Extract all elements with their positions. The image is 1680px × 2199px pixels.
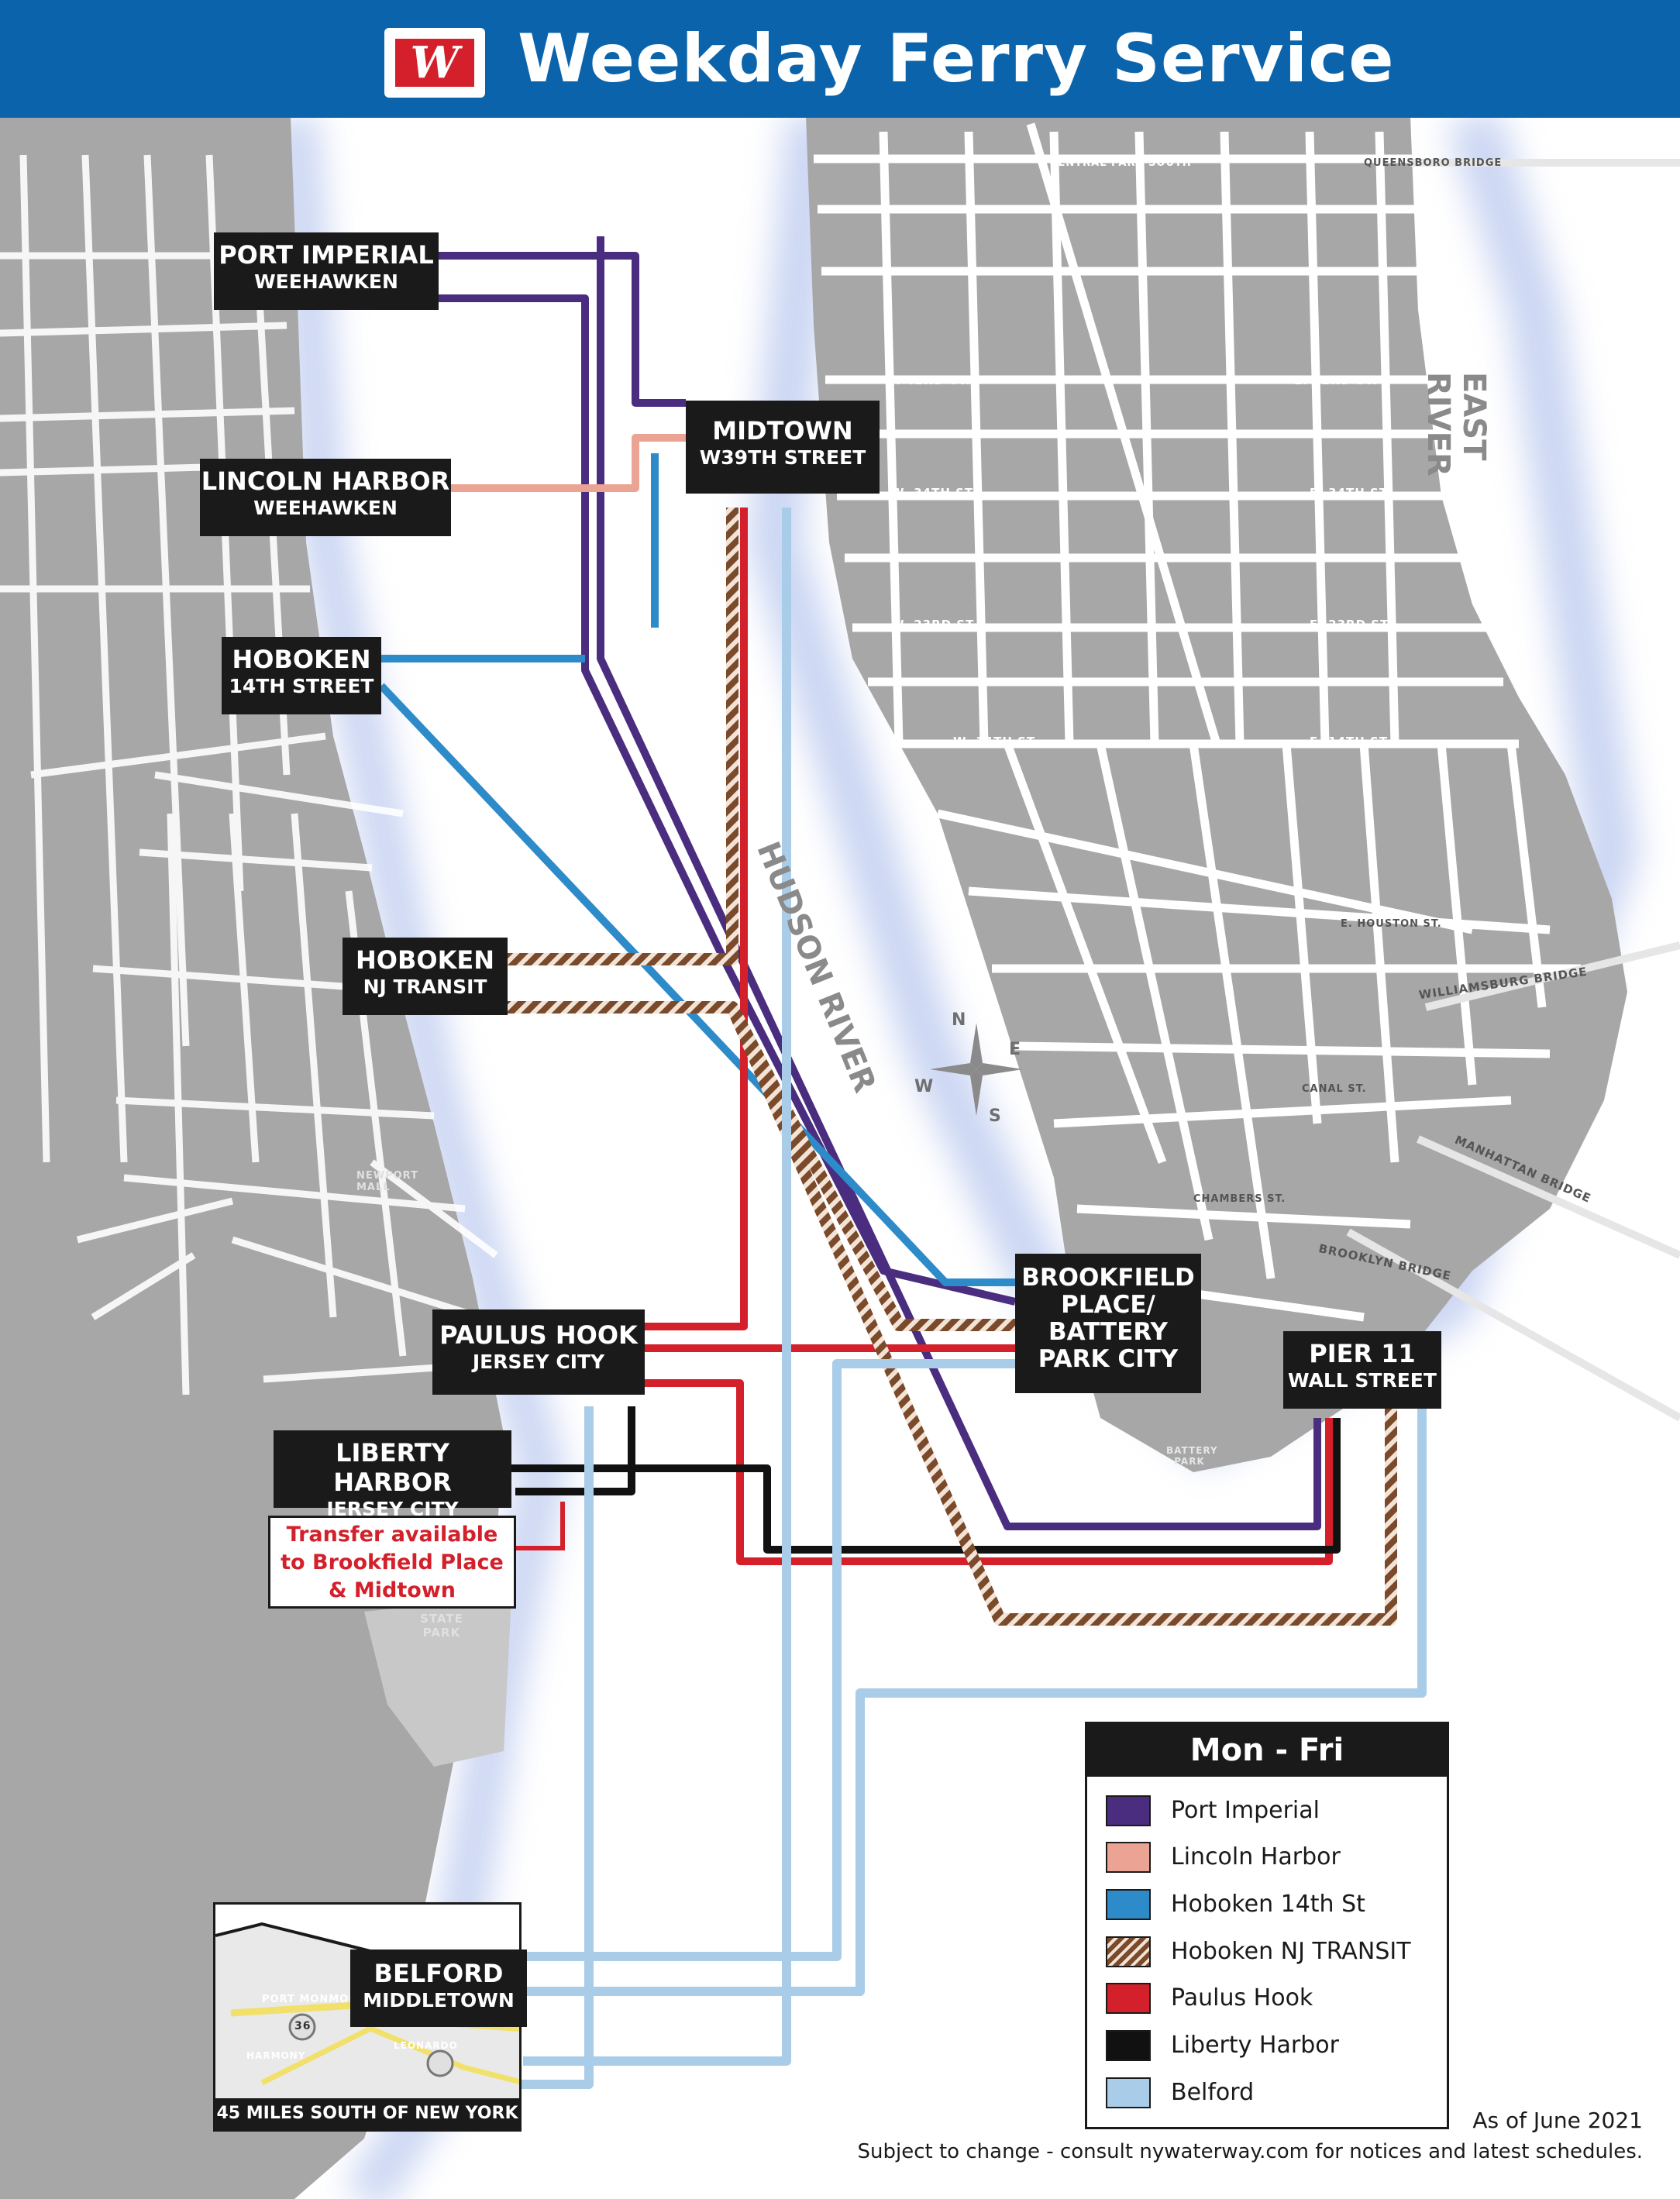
street-e23: E. 23RD ST. xyxy=(1310,618,1393,631)
canal-st-label: CANAL ST. xyxy=(1302,1083,1367,1095)
station-sub: NJ TRANSIT xyxy=(363,976,487,998)
legend-title: Mon - Fri xyxy=(1087,1724,1447,1777)
station-belford[interactable]: BELFORD MIDDLETOWN xyxy=(350,1950,527,2027)
street-e34: E. 34TH ST. xyxy=(1310,486,1392,500)
station-name: BELFORD xyxy=(374,1959,504,1988)
legend-swatch xyxy=(1106,1889,1151,1920)
legend-swatch xyxy=(1106,1983,1151,2014)
new-jersey-land xyxy=(0,116,504,2199)
state-park-label: STATE PARK xyxy=(420,1612,463,1640)
station-name: MIDTOWN xyxy=(712,416,853,446)
station-port-imperial[interactable]: PORT IMPERIAL WEEHAWKEN xyxy=(214,232,439,310)
route-hoboken-njt xyxy=(508,508,1397,1626)
station-sub: WEEHAWKEN xyxy=(253,497,398,519)
newport-mall-label: NEWPORT MALL xyxy=(356,1170,418,1193)
legend-swatch xyxy=(1106,2030,1151,2061)
footer-date: As of June 2021 xyxy=(1472,2108,1643,2133)
station-lincoln-harbor[interactable]: LINCOLN HARBOR WEEHAWKEN xyxy=(200,459,451,536)
legend-swatch xyxy=(1106,1936,1151,1967)
street-w34: W. 34TH ST. xyxy=(891,486,977,500)
footer-note: Subject to change - consult nywaterway.c… xyxy=(857,2140,1643,2163)
station-brookfield-place[interactable]: BROOKFIELD PLACE/ BATTERY PARK CITY xyxy=(1015,1254,1201,1393)
station-sub: MIDDLETOWN xyxy=(363,1989,515,2011)
street-e14: E. 14TH ST. xyxy=(1310,735,1392,748)
transfer-note: Transfer available to Brookfield Place &… xyxy=(268,1516,516,1609)
station-name: PAULUS HOOK xyxy=(439,1320,638,1350)
queensboro-bridge-label: QUEENSBORO BRIDGE xyxy=(1364,157,1503,169)
route-liberty-harbor xyxy=(511,1406,1341,1554)
liberty-state-park xyxy=(364,1596,511,1767)
compass-n: N xyxy=(952,1010,966,1030)
compass-e: E xyxy=(1009,1040,1021,1059)
legend-item-liberty-harbor: Liberty Harbor xyxy=(1106,2030,1439,2064)
legend-swatch xyxy=(1106,2077,1151,2108)
station-sub: WEEHAWKEN xyxy=(254,270,398,293)
station-hoboken-14th[interactable]: HOBOKEN 14TH STREET xyxy=(222,637,381,714)
legend-item-hoboken-14th: Hoboken 14th St xyxy=(1106,1889,1439,1923)
route-lincoln-harbor xyxy=(451,434,686,492)
compass-w: W xyxy=(914,1077,934,1096)
legend-item-lincoln-harbor: Lincoln Harbor xyxy=(1106,1842,1439,1876)
houston-st-label: E. HOUSTON ST. xyxy=(1341,918,1442,930)
transfer-connector xyxy=(516,1502,565,1550)
legend-item-paulus-hook: Paulus Hook xyxy=(1106,1983,1439,2017)
leonardo-label: LEONARDO xyxy=(394,2040,458,2051)
route-hoboken-14th xyxy=(378,453,1015,1286)
route-port-imperial xyxy=(438,236,1321,1530)
legend-item-port-imperial: Port Imperial xyxy=(1106,1795,1439,1829)
street-w23: W. 23RD ST. xyxy=(891,618,978,631)
station-name: HOBOKEN xyxy=(355,945,494,975)
station-name: PIER 11 xyxy=(1309,1339,1416,1368)
header-bar: W Weekday Ferry Service xyxy=(0,0,1680,118)
inset-caption: 45 MILES SOUTH OF NEW YORK CITY xyxy=(215,2098,519,2129)
street-e42: E. 42ND ST. xyxy=(1294,373,1378,387)
compass-s: S xyxy=(989,1106,1001,1126)
port-monmouth-label: PORT MONMOUTH xyxy=(262,1994,375,2005)
battery-park-label: BATTERY PARK xyxy=(1166,1445,1218,1467)
station-liberty-harbor[interactable]: LIBERTY HARBOR JERSEY CITY xyxy=(274,1430,511,1520)
chambers-st-label: CHAMBERS ST. xyxy=(1193,1193,1286,1205)
station-paulus-hook[interactable]: PAULUS HOOK JERSEY CITY xyxy=(432,1309,645,1395)
station-name: LINCOLN HARBOR xyxy=(201,466,450,496)
legend-swatch xyxy=(1106,1795,1151,1826)
station-sub: 14TH STREET xyxy=(229,675,374,697)
legend-item-hoboken-njt: Hoboken NJ TRANSIT xyxy=(1106,1936,1439,1970)
station-sub: JERSEY CITY xyxy=(472,1351,605,1373)
station-sub: W39TH STREET xyxy=(699,446,866,469)
station-name: PORT IMPERIAL xyxy=(219,240,434,270)
street-w14: W. 14TH ST. xyxy=(953,735,1039,748)
station-name: HOBOKEN xyxy=(232,645,371,674)
station-midtown[interactable]: MIDTOWN W39TH STREET xyxy=(686,401,880,494)
harmony-label: HARMONY xyxy=(246,2050,306,2061)
compass-rose: N E S W xyxy=(914,1010,1031,1126)
ny-waterway-logo: W xyxy=(384,28,485,98)
legend-item-belford: Belford xyxy=(1106,2077,1439,2111)
station-name: LIBERTY HARBOR xyxy=(333,1438,452,1497)
station-sub: WALL STREET xyxy=(1288,1369,1437,1392)
page-title: Weekday Ferry Service xyxy=(518,20,1395,98)
manhattan-land xyxy=(806,116,1627,1472)
central-park-south-label: CENTRAL PARK SOUTH xyxy=(1050,157,1192,169)
route-legend: Mon - Fri Port Imperial Lincoln Harbor H… xyxy=(1085,1722,1449,2129)
compass-icon xyxy=(930,1023,1023,1116)
station-pier-11[interactable]: PIER 11 WALL STREET xyxy=(1283,1331,1441,1409)
station-hoboken-njt[interactable]: HOBOKEN NJ TRANSIT xyxy=(343,938,508,1015)
street-w42: W. 42ND ST. xyxy=(883,373,971,387)
route-paulus-hook xyxy=(645,508,1333,1565)
legend-swatch xyxy=(1106,1842,1151,1873)
east-river-label: EAST RIVER xyxy=(1420,372,1492,477)
route-36-label: 36 xyxy=(294,2020,312,2032)
